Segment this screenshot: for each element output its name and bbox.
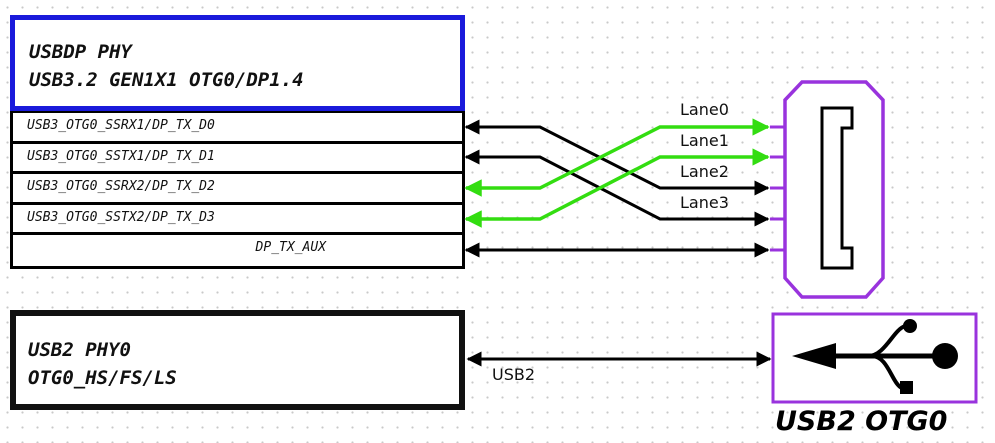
lane1-label: Lane1 — [680, 131, 729, 150]
usb2-link-label: USB2 — [492, 365, 536, 384]
lane0-label: Lane0 — [680, 100, 729, 119]
usb-typec-connector-icon — [770, 80, 885, 299]
usbdp-phy-title-box: USBDP PHY USB3.2 GEN1X1 OTG0/DP1.4 — [10, 15, 465, 111]
lane2-label: Lane2 — [680, 162, 729, 181]
usbdp-phy-title: USBDP PHY — [29, 41, 132, 63]
signal-row-d2: USB3_OTG0_SSRX2/DP_TX_D2 — [13, 174, 462, 205]
usb-trident-icon — [771, 312, 978, 404]
usb2-phy-subtitle: OTG0_HS/FS/LS — [28, 367, 177, 389]
usb2-otg0-title: USB2 OTG0 — [775, 406, 948, 437]
usb2-phy-title: USB2 PHY0 — [28, 339, 131, 361]
usb2-phy-box: USB2 PHY0 OTG0_HS/FS/LS — [10, 310, 465, 410]
usbdp-signal-table: USB3_OTG0_SSRX1/DP_TX_D0 USB3_OTG0_SSTX1… — [10, 111, 465, 269]
lane3-label: Lane3 — [680, 193, 729, 212]
signal-row-d1: USB3_OTG0_SSTX1/DP_TX_D1 — [13, 144, 462, 175]
wire-d3-to-lane1 — [464, 148, 770, 228]
signal-row-d3: USB3_OTG0_SSTX2/DP_TX_D3 — [13, 205, 462, 236]
signal-row-aux: DP_TX_AUX — [255, 240, 326, 256]
usbdp-phy-subtitle: USB3.2 GEN1X1 OTG0/DP1.4 — [29, 69, 304, 91]
signal-row-d0: USB3_OTG0_SSRX1/DP_TX_D0 — [13, 113, 462, 144]
